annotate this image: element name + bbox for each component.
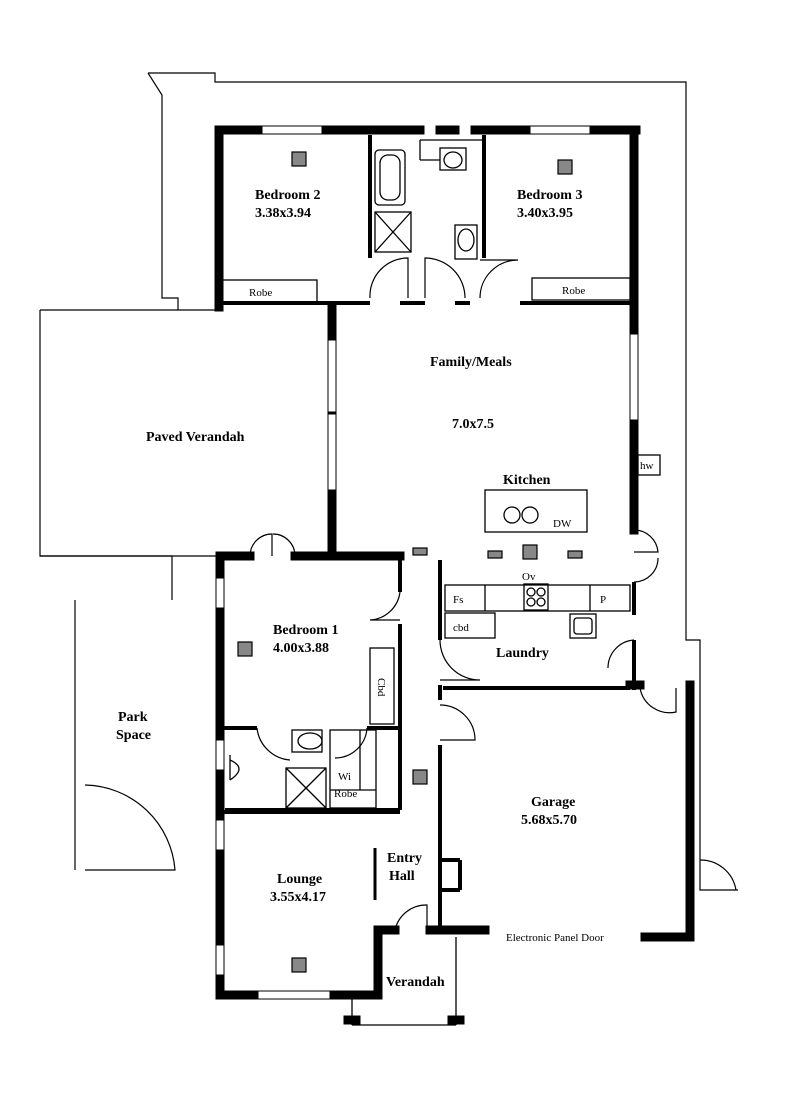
wi-label: Wi [338, 771, 351, 783]
kitchen-name: Kitchen [503, 473, 551, 488]
bedroom1-dims: 4.00x3.88 [273, 641, 329, 656]
ov-label: Ov [522, 571, 536, 583]
vent-markers [237, 151, 583, 973]
cbd-vertical-label: Cbd [375, 678, 387, 697]
wi-robe-label: Robe [334, 788, 357, 800]
bedroom2-name: Bedroom 2 [255, 188, 320, 203]
garage-name: Garage [531, 795, 575, 810]
garage-dims: 5.68x5.70 [521, 813, 577, 828]
entry-hall-line2: Hall [389, 869, 415, 884]
interior-walls [219, 135, 636, 930]
garage-door-label: Electronic Panel Door [506, 932, 604, 944]
laundry-name: Laundry [496, 646, 549, 661]
dw-label: DW [553, 518, 572, 530]
verandah-name: Verandah [386, 975, 445, 990]
lounge-dims: 3.55x4.17 [270, 890, 326, 905]
paved-verandah-outline [40, 309, 218, 557]
bedroom2-dims: 3.38x3.94 [255, 206, 311, 221]
robe-right-label: Robe [562, 285, 585, 297]
door-swings [84, 257, 737, 931]
lounge-name: Lounge [277, 872, 322, 887]
entry-hall-line1: Entry [387, 851, 422, 866]
family-meals-dims: 7.0x7.5 [452, 417, 494, 432]
cbd-label: cbd [453, 622, 469, 634]
windows [215, 125, 639, 1000]
hw-label: hw [640, 460, 654, 472]
p-label: P [600, 594, 606, 606]
bedroom1-name: Bedroom 1 [273, 623, 338, 638]
bedroom3-dims: 3.40x3.95 [517, 206, 573, 221]
park-space-line1: Park [118, 710, 148, 725]
paved-verandah-name: Paved Verandah [146, 430, 245, 445]
bedroom3-name: Bedroom 3 [517, 188, 582, 203]
family-meals-name: Family/Meals [430, 355, 512, 370]
exterior-walls [214, 125, 695, 1025]
robe-left-label: Robe [249, 287, 272, 299]
fs-label: Fs [453, 594, 463, 606]
park-space-line2: Space [116, 728, 151, 743]
